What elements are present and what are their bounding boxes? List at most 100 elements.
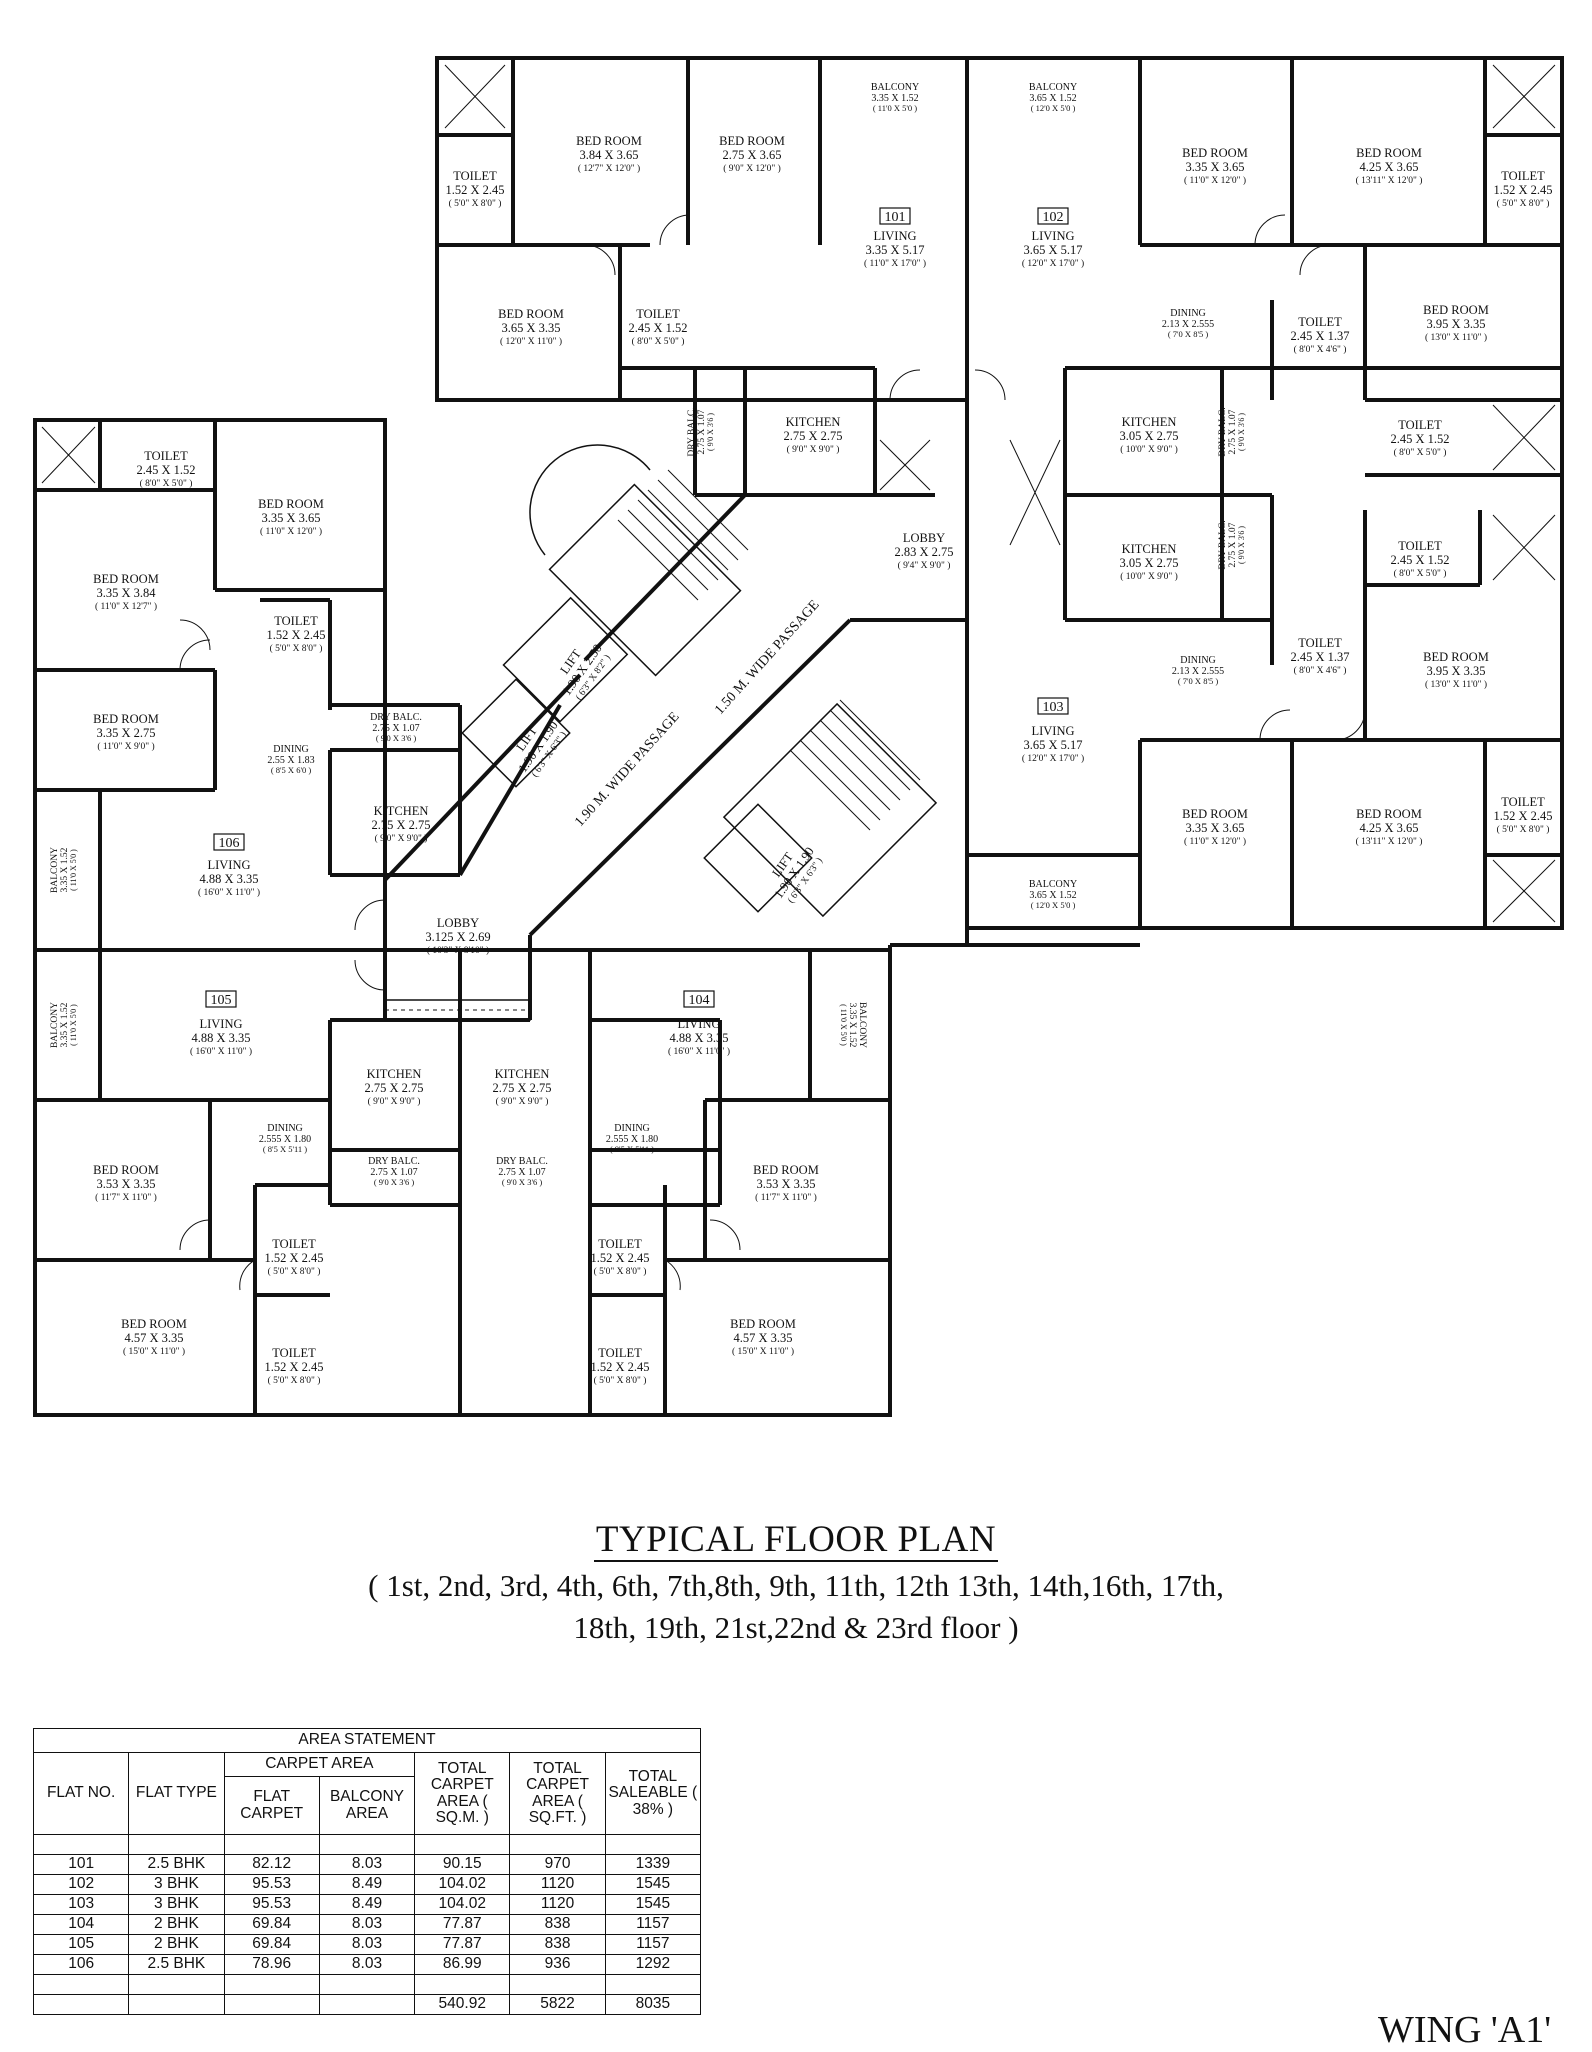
room-dimension-feet: ( 9'0" X 9'0" ) <box>368 1096 421 1107</box>
duct-crosses <box>41 64 1556 923</box>
room-label: DRY BALC.2.75 X 1.07( 9'0 X 3'6 ) <box>370 712 422 743</box>
room-dimension-feet: ( 9'0 X 3'6 ) <box>1237 526 1246 564</box>
balcony-area-cell: 8.03 <box>318 1934 416 1955</box>
room-dimension-feet: ( 13'11" X 12'0" ) <box>1356 175 1423 186</box>
room-dimension-feet: ( 9'0 X 3'6 ) <box>1237 413 1246 451</box>
room-dimension-feet: ( 5'0" X 8'0" ) <box>268 1375 321 1386</box>
room-dimension: 3.35 X 3.65 <box>1185 160 1244 174</box>
saleable-cell: 1545 <box>604 1894 702 1915</box>
room-dimension: 3.35 X 1.52 <box>60 1002 70 1047</box>
room-dimension-feet: ( 11'0 X 5'0 ) <box>839 1004 848 1046</box>
room-name: BALCONY <box>50 847 60 893</box>
room-dimension: 3.125 X 2.69 <box>425 930 490 944</box>
flat-type-cell: 3 BHK <box>128 1894 225 1915</box>
room-dimension: 2.45 X 1.52 <box>1390 553 1449 567</box>
total-sqm-cell: 90.15 <box>414 1854 511 1875</box>
room-name: TOILET <box>272 1237 316 1251</box>
room-dimension-feet: ( 13'11" X 12'0" ) <box>1356 836 1423 847</box>
room-dimension-feet: ( 11'7" X 11'0" ) <box>755 1192 817 1203</box>
room-name: LOBBY <box>903 531 945 545</box>
room-dimension-feet: ( 5'0" X 8'0" ) <box>268 1266 321 1277</box>
balcony-area-cell: 8.03 <box>318 1914 416 1935</box>
room-name: DRY BALC. <box>496 1156 548 1167</box>
room-dimension-feet: ( 5'0" X 8'0" ) <box>594 1375 647 1386</box>
room-name: DRY BALC. <box>687 407 697 456</box>
room-name: TOILET <box>274 614 318 628</box>
room-name: BED ROOM <box>498 307 564 321</box>
room-dimension: 3.35 X 1.52 <box>60 847 70 892</box>
room-dimension: 2.75 X 2.75 <box>783 429 842 443</box>
flat-carpet-cell: 95.53 <box>223 1874 320 1895</box>
flat-number-box <box>1037 207 1069 225</box>
room-name: LIVING <box>1031 229 1074 243</box>
total-sqm-cell: 77.87 <box>414 1934 511 1955</box>
room-name: TOILET <box>144 449 188 463</box>
room-name: LIVING <box>873 229 916 243</box>
room-name: KITCHEN <box>374 804 429 818</box>
room-dimension: 3.65 X 1.52 <box>1029 890 1076 901</box>
room-dimension: 2.45 X 1.37 <box>1290 329 1349 343</box>
room-dimension: 3.35 X 1.52 <box>847 1003 857 1048</box>
room-name: DINING <box>267 1123 303 1134</box>
room-dimension-feet: ( 9'4" X 9'0" ) <box>898 560 951 571</box>
balcony-area-cell: 8.03 <box>318 1854 416 1875</box>
room-dimension: 3.35 X 3.65 <box>1185 821 1244 835</box>
room-dimension-feet: ( 12'0 X 5'0 ) <box>1031 103 1076 113</box>
room-name: DINING <box>1170 308 1206 319</box>
total-sqm-cell: 104.02 <box>414 1874 511 1895</box>
room-name: LIVING <box>207 858 250 872</box>
room-dimension: 3.35 X 3.65 <box>261 511 320 525</box>
flat-type-cell: 3 BHK <box>128 1874 225 1895</box>
room-dimension: 2.45 X 1.37 <box>1290 650 1349 664</box>
room-label: DRY BALC.2.75 X 1.07( 9'0 X 3'6 ) <box>496 1156 548 1187</box>
room-dimension-feet: ( 9'0" X 9'0" ) <box>496 1096 549 1107</box>
flat-no-cell: 104 <box>32 1914 130 1935</box>
room-name: DRY BALC. <box>370 712 422 723</box>
room-dimension: 3.05 X 2.75 <box>1119 429 1178 443</box>
room-name: BED ROOM <box>121 1317 187 1331</box>
room-dimension: 1.52 X 2.45 <box>266 628 325 642</box>
table-spacer-row <box>32 1834 702 1855</box>
room-name: BED ROOM <box>1182 146 1248 160</box>
room-dimension-feet: ( 9'0 X 3'6 ) <box>374 1177 415 1187</box>
area-statement-table: AREA STATEMENT FLAT NO. FLAT TYPE CARPET… <box>32 1728 702 2015</box>
room-dimension: 2.75 X 2.75 <box>364 1081 423 1095</box>
room-name: BED ROOM <box>1423 650 1489 664</box>
room-dimension: 3.05 X 2.75 <box>1119 556 1178 570</box>
room-name: BED ROOM <box>258 497 324 511</box>
room-dimension: 1.52 X 2.45 <box>590 1360 649 1374</box>
room-name: TOILET <box>453 169 497 183</box>
flat-number: 102 <box>1043 210 1064 225</box>
room-dimension: 3.35 X 1.52 <box>871 93 918 104</box>
col-balcony-area: BALCONY AREA <box>318 1776 416 1835</box>
room-dimension: 4.88 X 3.35 <box>199 872 258 886</box>
room-dimension-feet: ( 16'0" X 11'0" ) <box>198 887 260 898</box>
vertical-label: DRY BALC.2.75 X 1.07( 9'0 X 3'6 ) <box>1218 520 1246 569</box>
room-dimension: 1.52 X 2.45 <box>590 1251 649 1265</box>
room-dimension: 3.35 X 2.75 <box>96 726 155 740</box>
room-name: BED ROOM <box>1356 807 1422 821</box>
room-name: BED ROOM <box>730 1317 796 1331</box>
saleable-cell: 1157 <box>604 1914 702 1935</box>
room-name: BED ROOM <box>1182 807 1248 821</box>
room-dimension-feet: ( 10'0" X 9'0" ) <box>1120 444 1178 455</box>
room-dimension-feet: ( 8'0" X 5'0" ) <box>140 478 193 489</box>
room-name: BALCONY <box>857 1002 867 1048</box>
room-dimension: 2.13 X 2.555 <box>1162 319 1214 330</box>
